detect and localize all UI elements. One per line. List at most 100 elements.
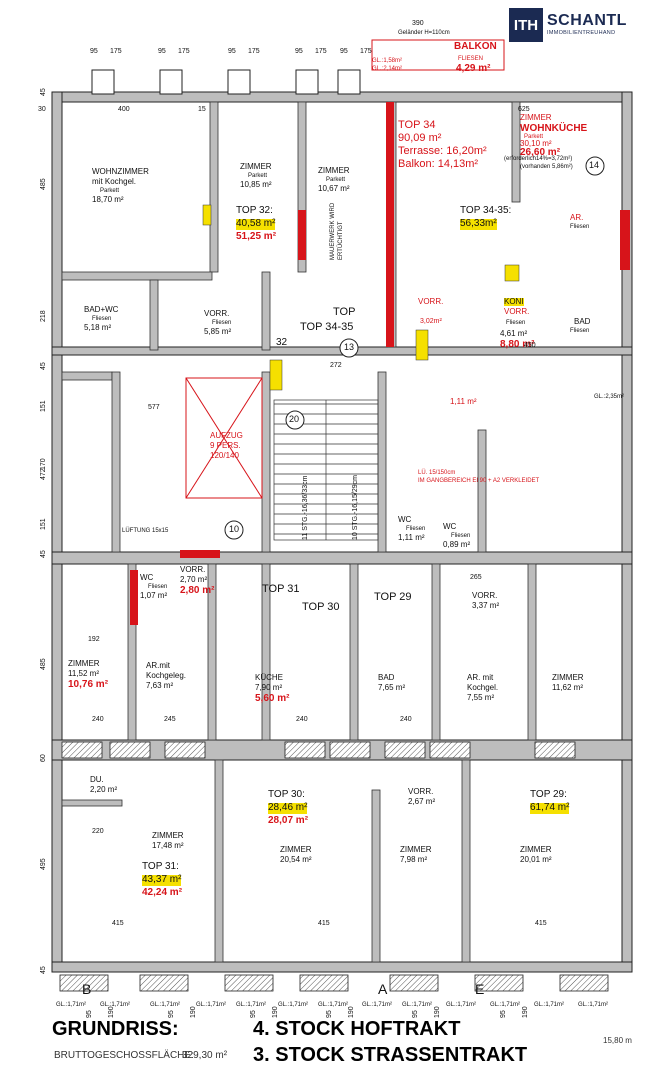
unit-label: TOP 31:	[142, 861, 179, 872]
room-area: 5,85 m²	[204, 327, 232, 336]
gl-label: GL.:1,71m²	[236, 1002, 267, 1008]
room-name: ZIMMER	[400, 845, 432, 854]
unit-label: TOP 30:	[268, 789, 305, 800]
label-top: TOP	[333, 306, 356, 318]
dimension-side: 218	[40, 310, 47, 322]
room-area: 5,18 m²	[84, 323, 112, 332]
unit-label: TOP 29:	[530, 789, 567, 800]
gl-label: GL.:1,71m²	[578, 1002, 609, 1008]
room-name: ZIMMER	[280, 845, 312, 854]
dimension-top: 175	[360, 48, 372, 55]
label-top30: TOP 30	[302, 601, 340, 613]
stairs-upper: 10 STG.-16,15/29cm	[352, 475, 359, 540]
dimension-bottom: 95	[250, 1010, 257, 1018]
title-line-1: 4. STOCK HOFTRAKT	[253, 1018, 461, 1040]
note-balkon_floor: FLIESEN	[458, 56, 484, 62]
title-line-2: 3. STOCK STRASSENTRAKT	[253, 1044, 528, 1066]
room-area: 2,20 m²	[90, 785, 118, 794]
room-name: AR.mit	[146, 661, 170, 670]
dimension-inner: 265	[470, 574, 482, 581]
room-name: BAD+WC	[84, 305, 119, 314]
dimension-inner: 415	[112, 920, 124, 927]
brand-subtitle: IMMOBILIENTREUHAND	[547, 30, 616, 37]
note-mauer1: MAUERWERK WIRD	[330, 202, 336, 260]
unit-balcony: Balkon: 14,13m²	[398, 158, 479, 170]
dimension-side: 45	[40, 550, 47, 558]
room-name: KÜCHE	[255, 673, 284, 682]
dimension-inner: 415	[318, 920, 330, 927]
note-mauer2: ERTÜCHTIGT	[338, 221, 344, 260]
gross-area-value: 329,30 m²	[182, 1050, 228, 1061]
label-koni_area: 4,61 m²	[500, 329, 528, 338]
label-koni: KONI	[504, 297, 524, 307]
room-area: 1,11 m²	[398, 533, 425, 542]
yellow-elements	[202, 204, 520, 391]
gl-label: GL.:1,71m²	[318, 1002, 349, 1008]
dimension-bottom: 95	[412, 1010, 419, 1018]
dimension-inner: 450	[524, 342, 536, 349]
dimension-side: 472	[40, 468, 47, 480]
label-ar2: AR.	[570, 213, 584, 222]
gl-label: GL.:1,58m²	[372, 58, 403, 64]
dimension-side: 151	[40, 400, 47, 412]
note-luftung: LÜFTUNG 15x15	[122, 528, 169, 534]
label-vorr_area: 3,02m²	[420, 318, 442, 325]
room-area: 7,63 m²	[146, 681, 174, 690]
room-area: 11,52 m²	[68, 669, 99, 678]
brand-logo: ITH SCHANTL IMMOBILIENTREUHAND	[509, 6, 649, 44]
room-area: 7,55 m²	[467, 693, 495, 702]
room-area: 20,54 m²	[280, 855, 312, 864]
label-koni_vorr: VORR.	[504, 307, 530, 316]
dimension-side: 60	[40, 754, 47, 762]
room-floor: Parkett	[248, 173, 268, 179]
unit-area: 43,37 m²	[142, 874, 182, 886]
room-subtitle: Kochgeleg.	[146, 671, 187, 680]
room-name: WC	[398, 515, 412, 524]
dimension-top: 95	[228, 48, 236, 55]
note-gang2: IM GANGBEREICH EI 90 + A2 VERKLEIDET	[418, 478, 540, 484]
dimension-bottom: 190	[348, 1006, 355, 1018]
room-area-revised: 2,80 m²	[180, 585, 215, 596]
note-ar_area: 1,11 m²	[450, 397, 477, 406]
gl-label: GL.:1,71m²	[534, 1002, 565, 1008]
label-top3435: TOP 34-35	[300, 321, 354, 333]
brand-name: SCHANTL	[547, 12, 627, 30]
room-area: 20,01 m²	[520, 855, 552, 864]
note-geländer: Geländer H=110cm	[398, 30, 450, 36]
note-aufzug3: 120/140	[210, 451, 239, 460]
unit-area: 56,33m²	[460, 218, 497, 230]
dimension-side: 170	[40, 458, 47, 470]
title-label: GRUNDRISS:	[52, 1018, 179, 1040]
room-area-revised: 10,76 m²	[68, 679, 109, 690]
dimension-inner: 625	[518, 106, 530, 113]
gl-label: GL.:1,71m²	[278, 1002, 309, 1008]
room-area: 17,48 m²	[152, 841, 184, 850]
room-name: DU.	[90, 775, 104, 784]
label-vorr: VORR.	[418, 297, 444, 306]
stairs-lower: 11 STG.-16,36/33cm	[302, 475, 309, 540]
gl-label: GL.:1,71m²	[490, 1002, 521, 1008]
gl-label: GL.:1,71m²	[196, 1002, 227, 1008]
room-name: VORR.	[204, 309, 230, 318]
marker-number: 20	[289, 414, 300, 424]
room-floor: Fliesen	[92, 316, 112, 322]
label-bad2: BAD	[574, 317, 591, 326]
note-wk_floor: Parkett	[524, 134, 544, 140]
dimension-top: 390	[412, 20, 424, 27]
room-name: ZIMMER	[68, 659, 100, 668]
dimension-top: 95	[158, 48, 166, 55]
room-area: 7,98 m²	[400, 855, 428, 864]
room-name: WOHNZIMMER	[92, 167, 149, 176]
room-floor: Fliesen	[148, 584, 168, 590]
red-walls	[130, 102, 630, 625]
room-name: VORR.	[408, 787, 434, 796]
unit-area: 40,58 m²	[236, 218, 276, 230]
section-mark-e: E	[475, 981, 485, 997]
room-area: 0,89 m²	[443, 540, 471, 549]
dimension-top: 175	[110, 48, 122, 55]
unit-area-revised: 51,25 m²	[236, 231, 277, 242]
dimension-side: 485	[40, 178, 47, 190]
note-gang1: LÜ. 15/150cm	[418, 470, 456, 476]
room-floor: Fliesen	[406, 526, 426, 532]
dimension-top: 175	[178, 48, 190, 55]
